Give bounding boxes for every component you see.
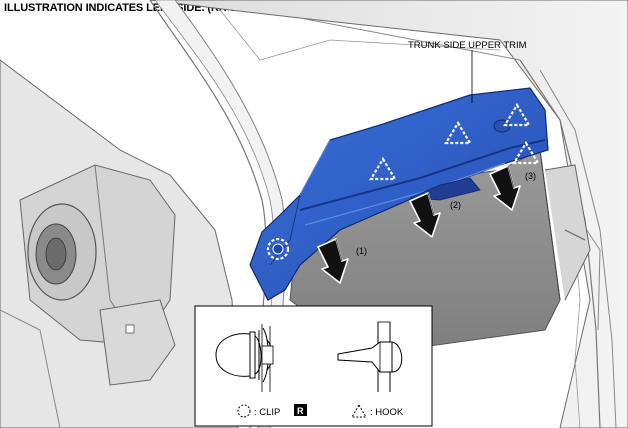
clip-badge-text: R xyxy=(297,406,304,416)
hook-legend-label: : HOOK xyxy=(370,407,404,418)
step-label-3: (3) xyxy=(525,171,536,181)
clip-legend-icon xyxy=(237,404,251,418)
step-label-1: (1) xyxy=(356,246,367,256)
hook-icon xyxy=(337,321,403,392)
clip-icon xyxy=(215,324,274,392)
clip-badge xyxy=(294,404,307,416)
callout-label: TRUNK SIDE UPPER TRIM xyxy=(408,40,527,51)
wheel-house xyxy=(0,164,176,428)
legend-box: : CLIP R : HOOK xyxy=(194,305,433,427)
clip-legend-label: : CLIP xyxy=(254,407,280,418)
step-label-2: (2) xyxy=(450,200,461,210)
